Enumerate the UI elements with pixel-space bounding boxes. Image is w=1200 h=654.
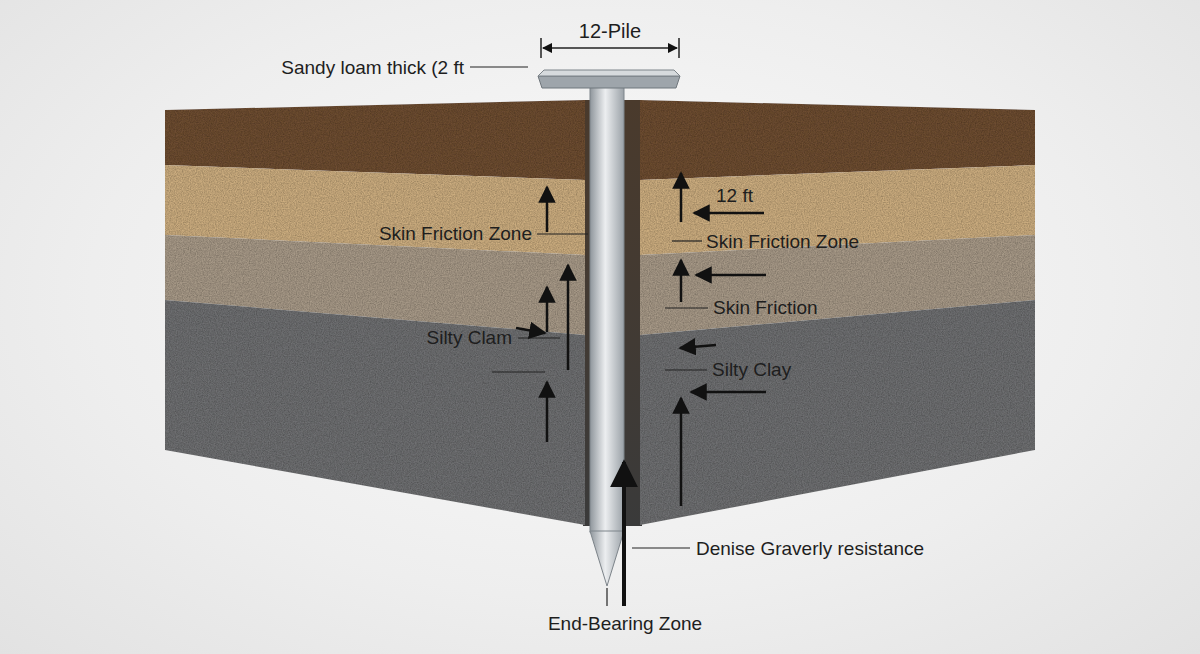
- right-soil-block: [640, 100, 1035, 525]
- zone-label: Skin Friction Zone: [379, 222, 532, 245]
- zone-label: Skin Friction: [713, 296, 818, 319]
- zone-label: End-Bearing Zone: [548, 612, 702, 635]
- left-soil-block: [165, 100, 585, 525]
- layer-label: Denise Graverly resistance: [696, 537, 924, 560]
- steel-pile: [538, 70, 680, 586]
- layer-label: Sandy loam thick (2 ft: [281, 56, 464, 79]
- dimension-label: 12-Pile: [579, 20, 641, 43]
- layer-label: Silty Clam: [426, 326, 512, 349]
- dimension-label: 12 ft: [716, 184, 753, 207]
- zone-label: Skin Friction Zone: [706, 230, 859, 253]
- layer-label: Silty Clay: [712, 358, 791, 381]
